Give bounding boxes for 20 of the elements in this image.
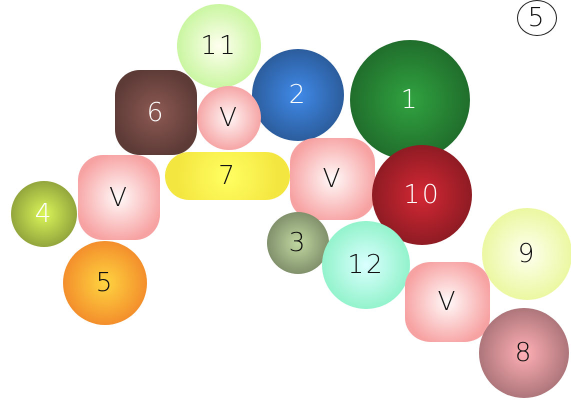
plant-number: V	[219, 103, 239, 133]
label-circle	[517, 0, 557, 36]
plant-circle	[197, 86, 261, 150]
plant-number: V	[109, 182, 129, 212]
plant-number: 5	[528, 3, 546, 33]
plant-number: 2	[288, 80, 308, 110]
plant-number: 10	[403, 180, 441, 210]
plant-number: 3	[288, 228, 308, 258]
plant-number: V	[322, 164, 342, 194]
plant-number: 7	[218, 161, 237, 191]
plant-number: 6	[146, 98, 166, 128]
plant-number: 1	[400, 85, 420, 115]
plant-number: 5	[96, 268, 114, 298]
plant-number: 12	[347, 250, 385, 280]
plant-bed	[165, 152, 290, 200]
plant-number: 11	[200, 31, 238, 61]
plant-number: V	[438, 287, 458, 317]
plant-number: 8	[514, 338, 534, 368]
plant-number: 9	[518, 239, 536, 269]
plant-number: 4	[34, 199, 54, 229]
